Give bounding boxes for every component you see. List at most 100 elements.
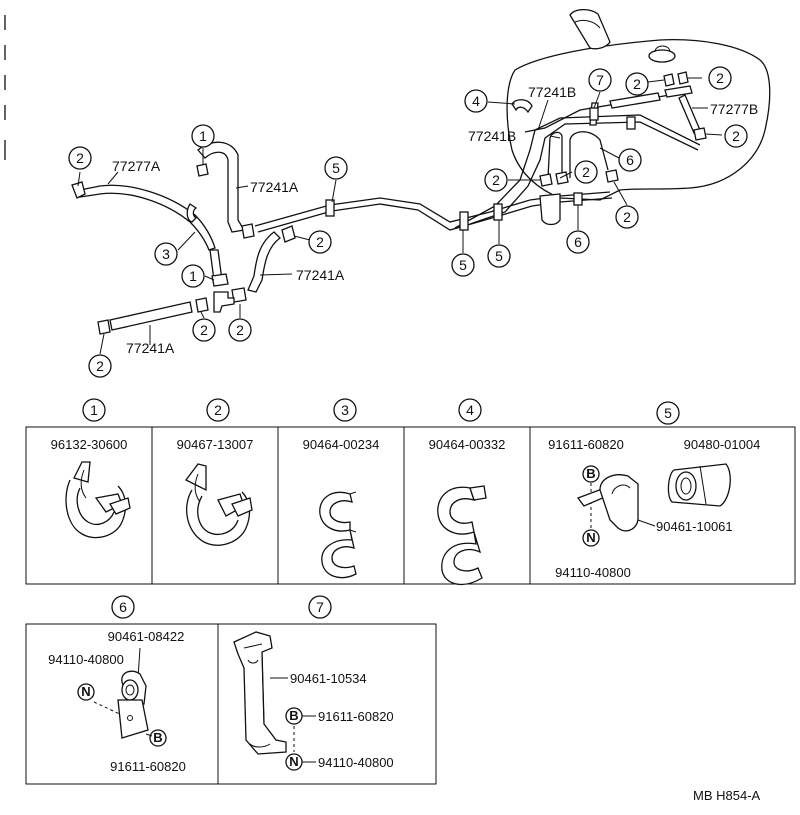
callout-number: 6 (626, 152, 634, 168)
part-number: 94110-40800 (48, 652, 124, 667)
callout-number: 2 (732, 128, 740, 144)
callout-leaders (77, 77, 723, 355)
hose-clamp-drawing (185, 463, 253, 546)
callout-2-center-a: 2 (484, 168, 508, 192)
callout-number: 5 (459, 257, 467, 273)
marker-letter: N (586, 530, 595, 545)
legend-number: 5 (664, 405, 672, 421)
marker-letter: B (289, 708, 298, 723)
legend-number: 6 (119, 599, 127, 615)
callout-1-mid: 1 (181, 264, 205, 288)
callout-2-bottom-a: 2 (192, 318, 216, 342)
nut-marker-n: N (582, 529, 600, 547)
part-number: 91611-60820 (548, 437, 624, 452)
bolt-marker-b: B (285, 707, 303, 725)
marker-letter: B (153, 730, 162, 745)
legend-cell-2: 2 90467-13007 (177, 398, 254, 546)
callout-number: 2 (633, 76, 641, 92)
part-number: 90464-00234 (303, 437, 380, 452)
legend-number: 7 (316, 599, 324, 615)
callout-2-top-right-b: 2 (708, 66, 732, 90)
legend-number: 4 (466, 402, 474, 418)
callout-number: 2 (200, 322, 208, 338)
callout-number: 2 (76, 150, 84, 166)
part-number: 90461-10534 (290, 671, 367, 686)
callout-2-top-left: 2 (68, 146, 92, 170)
callout-4: 4 (464, 89, 488, 113)
hose-label-77241A-bottom: 77241A (126, 340, 175, 356)
bracket-clamp-drawing (576, 474, 656, 532)
callout-2-center-b: 2 (574, 160, 598, 184)
callout-5-mid-a: 5 (451, 253, 475, 277)
hose-label-77241A-mid: 77241A (296, 267, 345, 283)
part-number: 90480-01004 (684, 437, 761, 452)
callout-number: 2 (236, 322, 244, 338)
part-number: 94110-40800 (555, 565, 631, 580)
callout-5-left: 5 (324, 156, 348, 180)
callout-number: 2 (716, 70, 724, 86)
callout-number: 6 (574, 234, 582, 250)
fuel-tank (506, 8, 771, 201)
part-number: 96132-30600 (51, 437, 128, 452)
grommet-drawing (667, 463, 731, 507)
legend-cell-4: 4 90464-00332 (429, 398, 506, 586)
callout-number: 2 (492, 172, 500, 188)
callout-number: 1 (199, 128, 207, 144)
legend-cell-3: 3 90464-00234 (303, 398, 380, 579)
part-number: 91611-60820 (110, 759, 186, 774)
legend-cell-5: 5 91611-60820 90480-01004 90461-10061 94… (548, 401, 761, 580)
legend-cell-1: 1 96132-30600 (51, 398, 131, 539)
part-number: 90464-00332 (429, 437, 506, 452)
callout-7-top: 7 (588, 68, 612, 92)
callout-number: 3 (162, 246, 170, 262)
diagram-clamps (71, 71, 707, 335)
hose-label-77277A: 77277A (112, 158, 161, 174)
callout-number: 2 (316, 234, 324, 250)
callout-3: 3 (154, 242, 178, 266)
callout-number: 1 (189, 268, 197, 284)
long-bracket-drawing (233, 631, 287, 755)
legend-number: 2 (214, 402, 222, 418)
nut-marker-n: N (77, 683, 95, 701)
part-number: 90461-10061 (656, 519, 733, 534)
legend-number: 3 (341, 402, 349, 418)
callout-number: 5 (495, 248, 503, 264)
marker-letter: N (289, 754, 298, 769)
legend-row-1 (25, 426, 796, 585)
callout-6-bottom: 6 (566, 230, 590, 254)
bracket-clamp-drawing (117, 670, 153, 739)
marker-letter: N (81, 684, 90, 699)
callout-number: 2 (623, 209, 631, 225)
part-number: 91611-60820 (318, 709, 394, 724)
callout-2-mid-right: 2 (308, 230, 332, 254)
callout-2-top-right-a: 2 (625, 72, 649, 96)
hose-label-77241A-top: 77241A (250, 179, 299, 195)
callout-number: 5 (332, 160, 340, 176)
legend-row-2 (25, 623, 437, 785)
hose-label-77241B-mid: 77241B (468, 128, 516, 144)
part-number: 90467-13007 (177, 437, 254, 452)
legend-cell-7: 7 90461-10534 91611-60820 94110-40800 B … (233, 595, 394, 771)
hose-clamp-drawing (65, 461, 131, 539)
callout-number: 2 (96, 358, 104, 374)
bolt-marker-b: B (149, 729, 167, 747)
callout-6-right: 6 (618, 148, 642, 172)
callout-number: 2 (582, 164, 590, 180)
hose-label-77277B: 77277B (710, 101, 758, 117)
callout-number: 4 (472, 93, 480, 109)
nut-marker-n: N (285, 753, 303, 771)
legend-number: 1 (90, 402, 98, 418)
callout-number: 7 (596, 72, 604, 88)
tube-clip-drawing (319, 491, 357, 579)
legend-cell-6: 6 90461-08422 94110-40800 91611-60820 N … (48, 595, 186, 774)
part-number: 94110-40800 (318, 755, 394, 770)
callout-2-bottom-left: 2 (88, 354, 112, 378)
callout-2-bottom-b: 2 (228, 318, 252, 342)
tube-clip-drawing (437, 485, 487, 586)
diagram-code: MB H854-A (693, 788, 761, 803)
callout-1-top: 1 (191, 124, 215, 148)
callout-5-mid-b: 5 (487, 244, 511, 268)
marker-letter: B (586, 466, 595, 481)
hose-label-77241B-top: 77241B (528, 84, 576, 100)
